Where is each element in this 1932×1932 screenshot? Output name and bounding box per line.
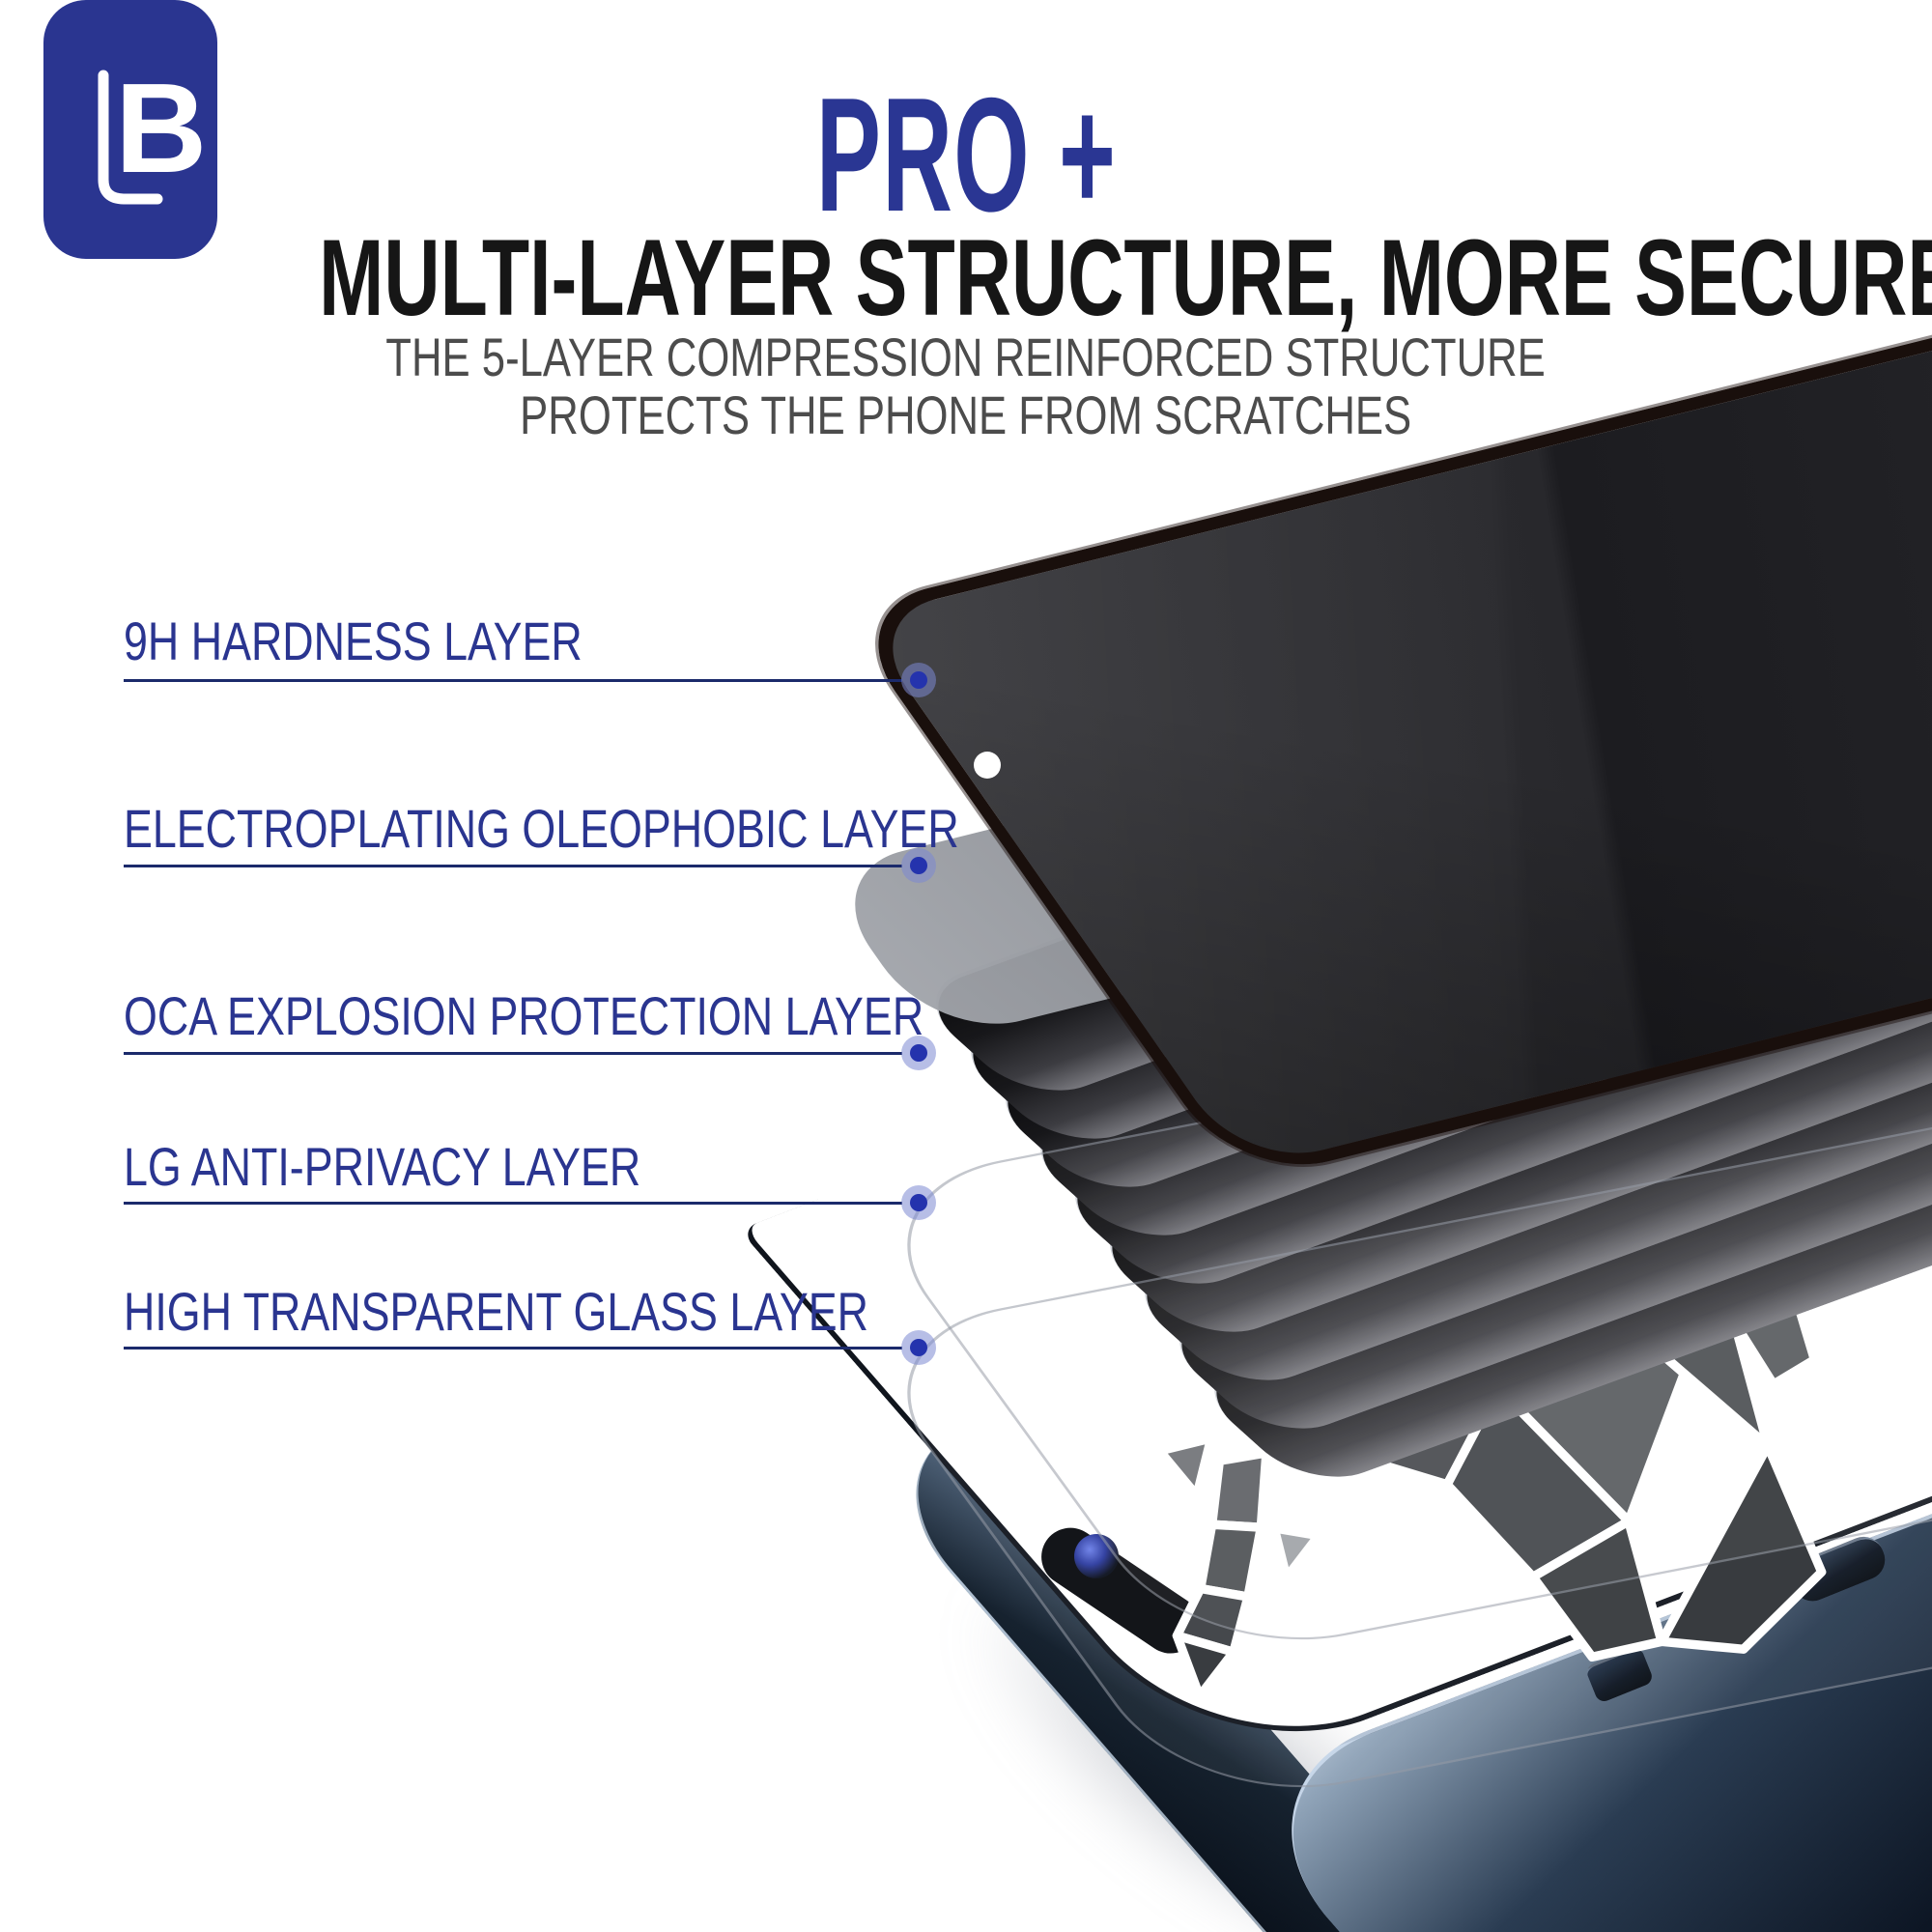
callout-dot-core bbox=[910, 857, 927, 874]
callout-dot-core bbox=[910, 671, 927, 689]
badge-text: PRO + bbox=[815, 64, 1117, 245]
callout-label-high-transparent: HIGH TRANSPARENT GLASS LAYER bbox=[124, 1281, 868, 1342]
page-title: MULTI-LAYER STRUCTURE, MORE SECURE bbox=[0, 224, 1932, 332]
callout-label-oca: OCA EXPLOSION PROTECTION LAYER bbox=[124, 985, 924, 1046]
camera-cutout-hole bbox=[974, 752, 1001, 779]
callout-line bbox=[124, 679, 902, 682]
brand-logo-icon: B bbox=[98, 57, 207, 205]
callout-line bbox=[124, 1052, 902, 1055]
callout-label-9h-hardness: 9H HARDNESS LAYER bbox=[124, 611, 582, 671]
callout-dot-core bbox=[910, 1194, 927, 1211]
callout-dot-core bbox=[910, 1339, 927, 1356]
callout-line bbox=[124, 865, 902, 867]
brand-logo: B bbox=[43, 0, 217, 259]
callout-label-lg-anti-privacy: LG ANTI-PRIVACY LAYER bbox=[124, 1136, 641, 1197]
subtitle-line-2: PROTECTS THE PHONE FROM SCRATCHES bbox=[520, 384, 1412, 445]
callout-line bbox=[124, 1202, 902, 1205]
callout-dot-core bbox=[910, 1044, 927, 1062]
svg-text:B: B bbox=[115, 57, 207, 199]
page-title-text: MULTI-LAYER STRUCTURE, MORE SECURE bbox=[319, 217, 1932, 338]
subtitle-line-1: THE 5-LAYER COMPRESSION REINFORCED STRUC… bbox=[385, 327, 1547, 387]
front-camera-icon bbox=[1074, 1534, 1119, 1578]
badge-pro-plus: PRO + bbox=[0, 73, 1932, 236]
callout-line bbox=[124, 1347, 902, 1350]
callout-label-oleophobic: ELECTROPLATING OLEOPHOBIC LAYER bbox=[124, 798, 959, 859]
